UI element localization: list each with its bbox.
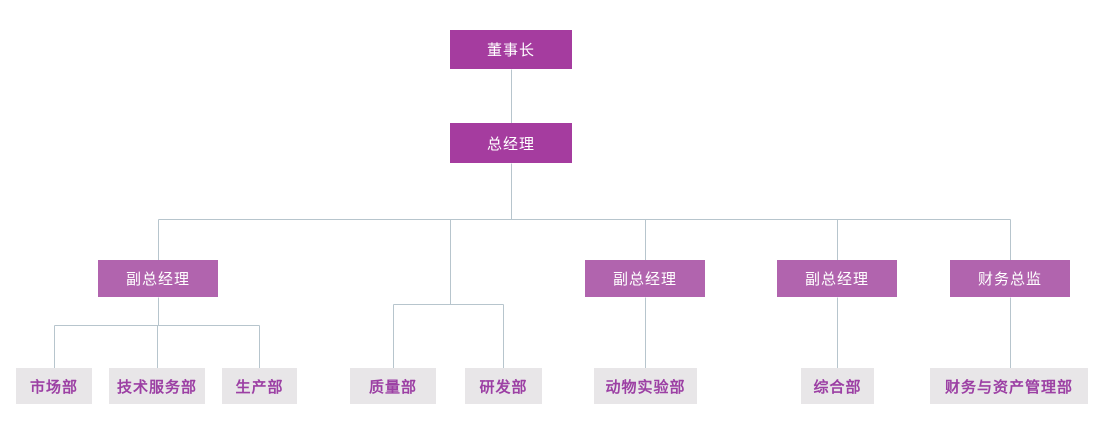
- org-node-finance-director: 财务总监: [950, 260, 1070, 297]
- org-node-production-dept: 生产部: [222, 368, 297, 404]
- org-node-tech-service-dept: 技术服务部: [109, 368, 205, 404]
- org-node-chairman: 董事长: [450, 30, 572, 69]
- org-node-deputy-gm-3: 副总经理: [777, 260, 897, 297]
- org-node-marketing-dept: 市场部: [16, 368, 92, 404]
- org-node-animal-lab-dept: 动物实验部: [594, 368, 697, 404]
- org-node-quality-dept: 质量部: [350, 368, 436, 404]
- org-node-deputy-gm-2: 副总经理: [585, 260, 705, 297]
- org-node-general-manager: 总经理: [450, 123, 572, 163]
- org-node-general-affairs-dept: 综合部: [801, 368, 874, 404]
- org-node-finance-asset-dept: 财务与资产管理部: [930, 368, 1088, 404]
- org-node-deputy-gm-1: 副总经理: [98, 260, 218, 297]
- org-node-rd-dept: 研发部: [465, 368, 542, 404]
